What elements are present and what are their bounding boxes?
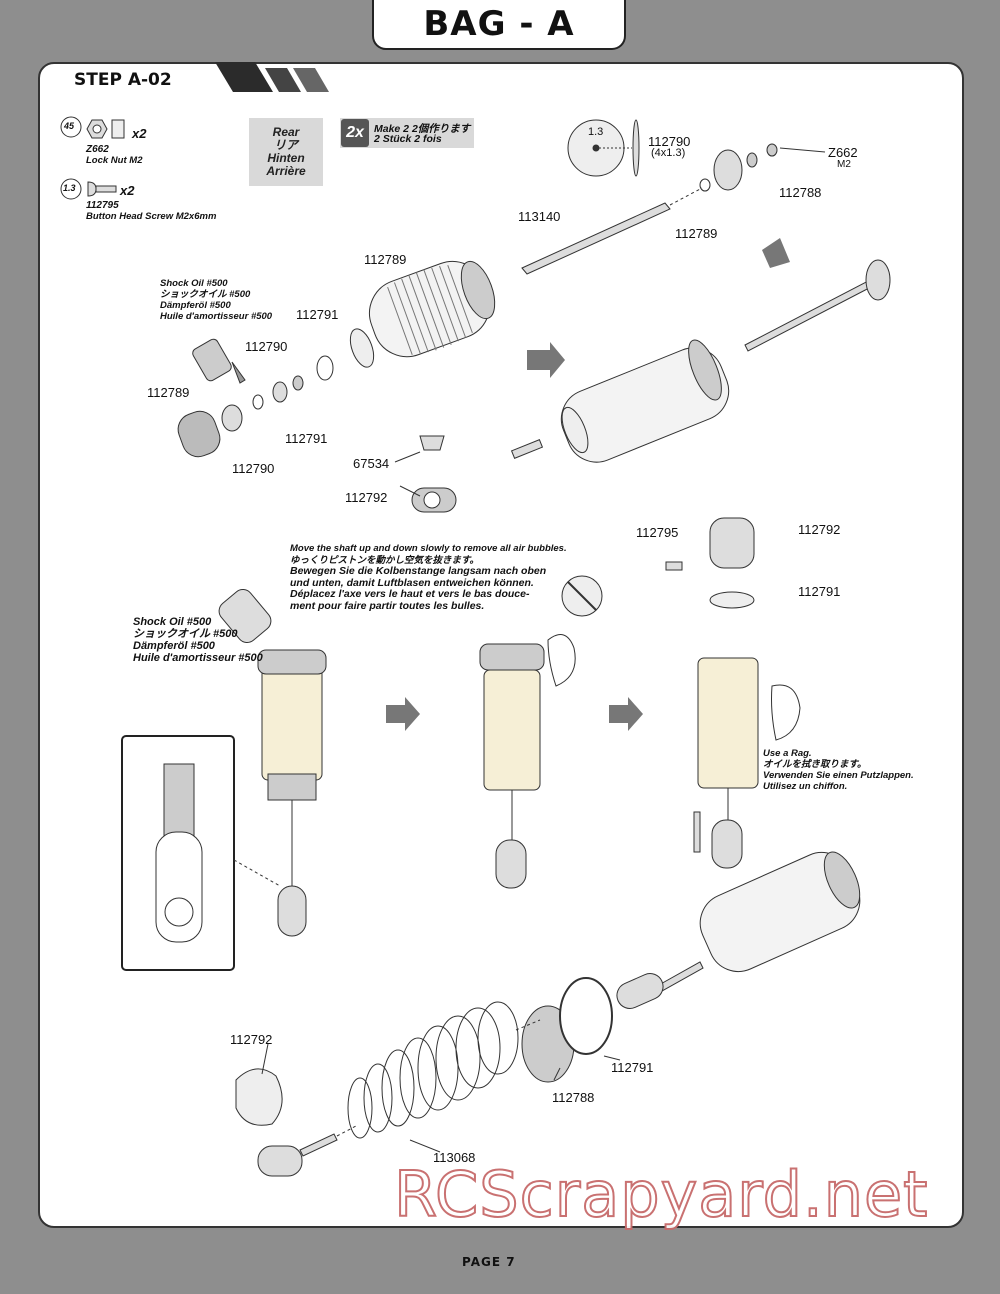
part-label: 112790 [245,339,288,354]
hw1-qty: x2 [132,126,147,141]
part-label: 112790 [232,461,275,476]
lock-nut-icon [60,116,125,139]
part-label: 1.3 [588,126,604,138]
position-ja: リア [273,138,298,152]
position-fr: Arrière [266,164,306,178]
part-label: 113140 [518,209,561,224]
bag-title: BAG - A [372,0,626,50]
hw2-qty: x2 [120,183,135,198]
part-label: 112789 [147,385,190,400]
watermark: RCScrapyard.net [393,1157,929,1232]
bubble-note: Move the shaft up and down slowly to rem… [290,543,567,612]
hw2-name: Button Head Screw M2x6mm [86,211,217,222]
position-en: Rear [272,125,300,139]
part-label: 112791 [296,307,339,322]
hw1-name: Lock Nut M2 [86,155,143,166]
part-label: M2 [837,159,851,170]
rag-note: Use a Rag.オイルを拭き取ります。Verwenden Sie einen… [763,748,914,792]
part-label: 112795 [636,525,679,540]
position-de: Hinten [267,151,305,165]
header-stripes [215,62,329,92]
part-label: 112791 [285,431,328,446]
part-label: (4x1.3) [651,147,686,159]
part-label: 67534 [353,456,390,471]
part-label: Z662 [828,145,858,160]
make-badge: 2x [341,119,369,147]
screw-icon [60,178,117,200]
part-label: 112792 [230,1032,273,1047]
step-title: STEP A-02 [74,70,172,90]
hw1-code: Z662 [86,144,109,155]
make-line-1: Make 2 2個作ります [374,123,471,135]
part-label: 112788 [779,185,822,200]
position-box: Rear リア Hinten Arrière [249,118,323,186]
page-number: PAGE 7 [462,1255,516,1269]
make-line-2: 2 Stück 2 fois [374,133,442,145]
part-label: 112791 [798,584,841,599]
hw2-code: 112795 [86,200,119,211]
hw1-size: 45 [64,121,75,131]
part-label: 112790 [648,134,691,149]
part-label: 112792 [345,490,388,505]
part-label: 112789 [675,226,718,241]
part-label: 112792 [798,522,841,537]
part-label: 112788 [552,1090,595,1105]
part-label: 113068 [433,1150,476,1165]
hw2-size: 1.3 [63,183,76,193]
part-label: 112791 [611,1060,654,1075]
part-label: 112789 [364,252,407,267]
